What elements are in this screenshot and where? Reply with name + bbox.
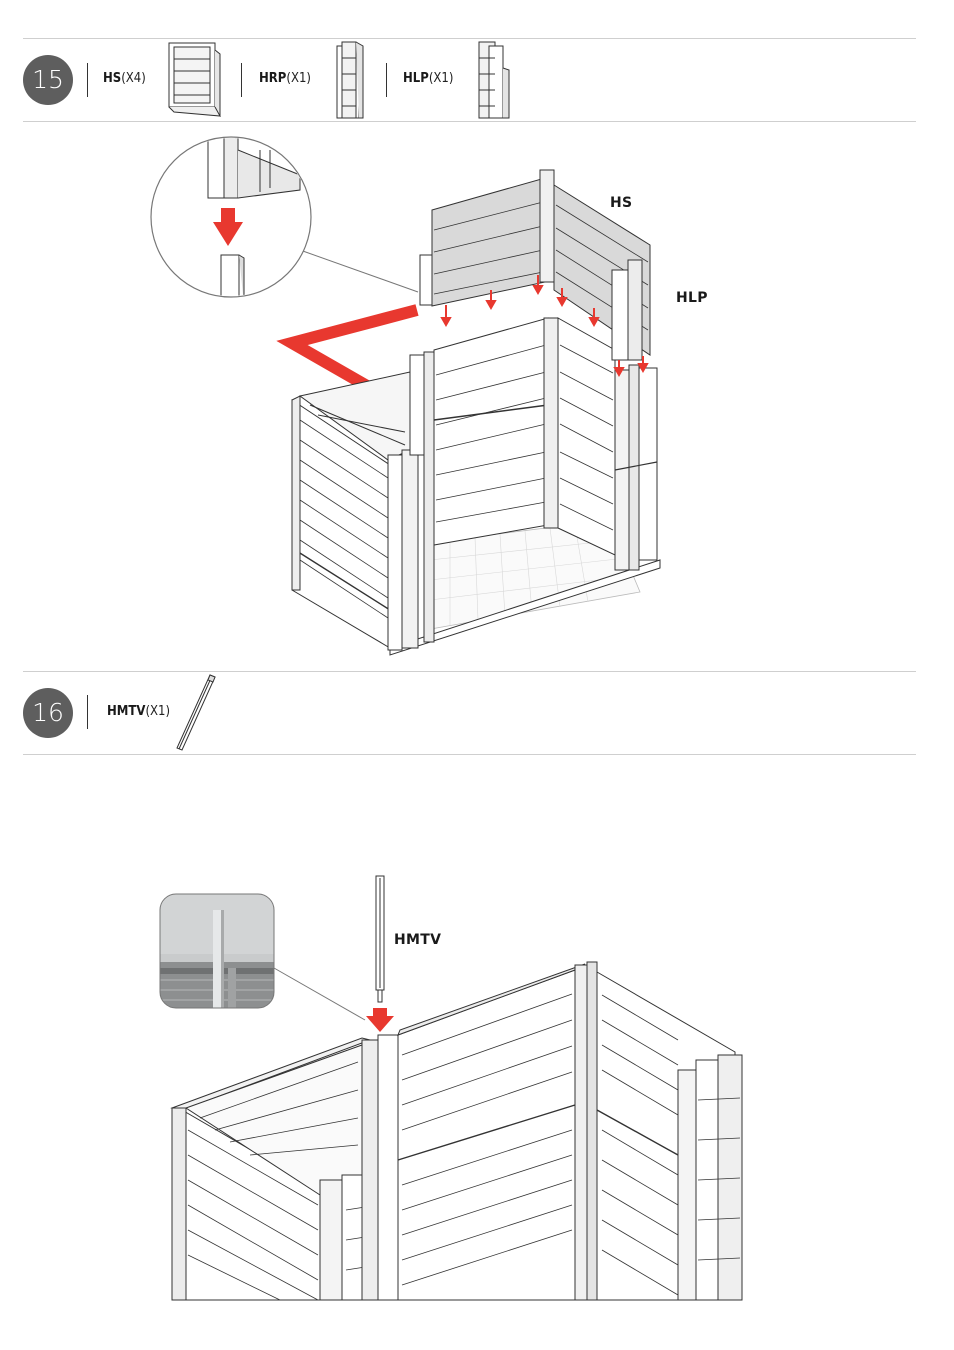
down-arrow-icon — [366, 1008, 394, 1032]
callout-hmtv: HMTV — [394, 932, 441, 948]
hmtv-rod — [376, 876, 384, 1002]
shed-upper-walls — [172, 962, 742, 1300]
detail-photo-inset — [160, 894, 365, 1020]
